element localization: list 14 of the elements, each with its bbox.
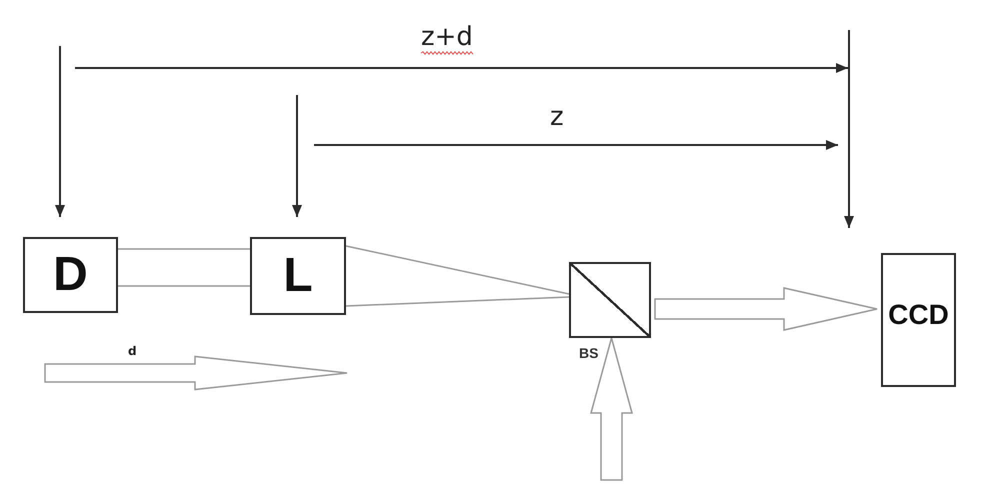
- light-beam: [117, 248, 251, 287]
- component-label: L: [283, 252, 313, 300]
- component-box: [250, 237, 346, 315]
- component-label: D: [53, 251, 88, 299]
- component-label: CCD: [888, 301, 949, 329]
- light-beam: [345, 245, 570, 307]
- hollow-arrow: [590, 335, 633, 481]
- dimension-label: z+d: [421, 24, 473, 50]
- component-box: [881, 253, 956, 387]
- hollow-arrow: [654, 287, 878, 331]
- dimension-label: d: [128, 345, 137, 357]
- component-label: BS: [579, 346, 598, 360]
- dimension-label: z: [550, 104, 564, 130]
- component-box: [23, 237, 118, 313]
